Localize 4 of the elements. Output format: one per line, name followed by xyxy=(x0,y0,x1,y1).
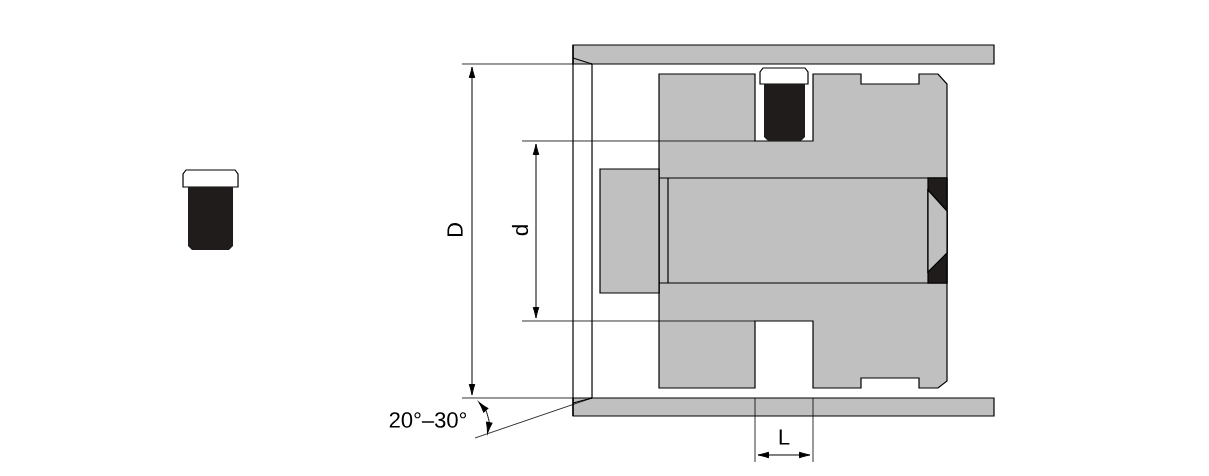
dimension-label: d xyxy=(511,225,529,236)
dimension-label: L xyxy=(779,429,790,445)
dimension-label: D xyxy=(447,223,463,237)
dimension-label: 20°–30° xyxy=(389,412,467,428)
